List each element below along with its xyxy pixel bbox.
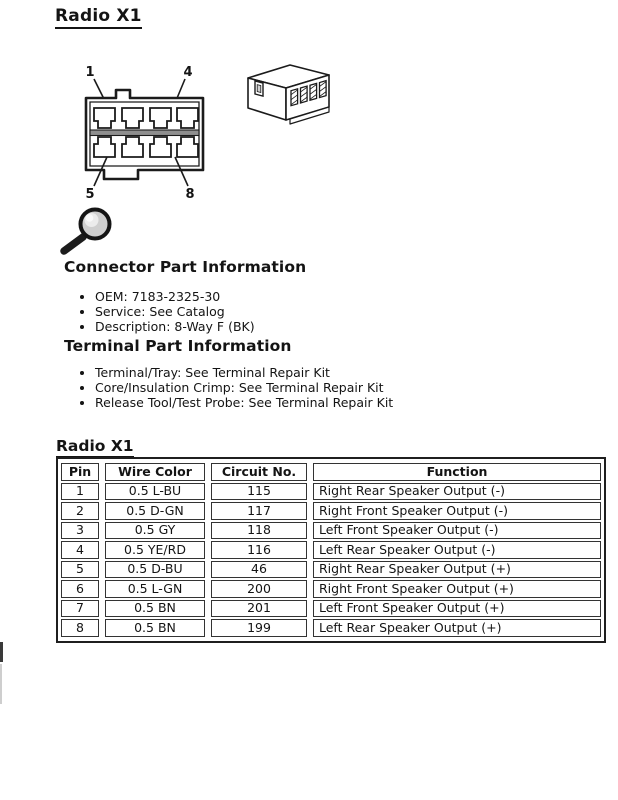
wire-cell: 0.5 GY — [105, 521, 205, 539]
circuit-cell: 201 — [211, 599, 307, 617]
pin-cell: 6 — [61, 580, 99, 598]
circuit-cell: 118 — [211, 521, 307, 539]
circuit-cell: 200 — [211, 580, 307, 598]
pin-cell: 7 — [61, 599, 99, 617]
pin-cavities-bottom-row — [93, 136, 199, 158]
wire-cell: 0.5 D-GN — [105, 502, 205, 520]
column-header-function: Function — [313, 463, 601, 481]
iso-latch-hole — [254, 80, 264, 98]
pin-label-1: 1 — [85, 65, 94, 80]
table-row: 6 0.5 L-GN 200 Right Front Speaker Outpu… — [61, 580, 601, 598]
pin-label-4: 4 — [183, 65, 192, 80]
scan-artifact — [0, 642, 3, 662]
table-row: 1 0.5 L-BU 115 Right Rear Speaker Output… — [61, 482, 601, 500]
iso-slot — [290, 87, 299, 107]
pin-cell: 4 — [61, 541, 99, 559]
pin-cavity — [176, 107, 199, 129]
terminal-part-info-list: Terminal/Tray: See Terminal Repair Kit C… — [64, 365, 393, 411]
list-item: Description: 8-Way F (BK) — [95, 319, 255, 335]
wire-cell: 0.5 BN — [105, 599, 205, 617]
list-item: Core/Insulation Crimp: See Terminal Repa… — [95, 380, 393, 396]
pinout-table: Pin Wire Color Circuit No. Function 1 0.… — [56, 457, 606, 643]
function-cell: Left Front Speaker Output (+) — [313, 599, 601, 617]
pin-cell: 1 — [61, 482, 99, 500]
pin-cell: 2 — [61, 502, 99, 520]
wire-cell: 0.5 BN — [105, 619, 205, 637]
pin-cell: 5 — [61, 560, 99, 578]
table-row: 2 0.5 D-GN 117 Right Front Speaker Outpu… — [61, 502, 601, 520]
pin-cell: 8 — [61, 619, 99, 637]
table-row: 7 0.5 BN 201 Left Front Speaker Output (… — [61, 599, 601, 617]
magnifier-lens-glint — [85, 214, 94, 222]
table-row: 3 0.5 GY 118 Left Front Speaker Output (… — [61, 521, 601, 539]
table-row: 4 0.5 YE/RD 116 Left Rear Speaker Output… — [61, 541, 601, 559]
pinout-table-title: Radio X1 — [56, 437, 134, 458]
page-title: Radio X1 — [55, 6, 142, 29]
pin-cavity — [93, 136, 116, 158]
column-header-wire: Wire Color — [105, 463, 205, 481]
connector-part-info-heading: Connector Part Information — [64, 258, 307, 276]
iso-terminal-slots — [290, 79, 327, 107]
connector-part-info-list: OEM: 7183-2325-30 Service: See Catalog D… — [64, 289, 255, 335]
function-cell: Right Rear Speaker Output (+) — [313, 560, 601, 578]
wire-cell: 0.5 L-BU — [105, 482, 205, 500]
list-item: Release Tool/Test Probe: See Terminal Re… — [95, 395, 393, 411]
iso-bottom-lip — [289, 106, 330, 125]
function-cell: Left Rear Speaker Output (+) — [313, 619, 601, 637]
list-item: OEM: 7183-2325-30 — [95, 289, 255, 305]
leader-line-5 — [93, 156, 108, 187]
terminal-part-info-heading: Terminal Part Information — [64, 337, 292, 355]
wire-cell: 0.5 YE/RD — [105, 541, 205, 559]
function-cell: Left Front Speaker Output (-) — [313, 521, 601, 539]
pin-cell: 3 — [61, 521, 99, 539]
leader-line-8 — [174, 156, 189, 187]
function-cell: Left Rear Speaker Output (-) — [313, 541, 601, 559]
pin-cavity — [176, 136, 199, 158]
function-cell: Right Rear Speaker Output (-) — [313, 482, 601, 500]
column-header-pin: Pin — [61, 463, 99, 481]
scan-artifact — [0, 664, 2, 704]
circuit-cell: 117 — [211, 502, 307, 520]
function-cell: Right Front Speaker Output (-) — [313, 502, 601, 520]
circuit-cell: 199 — [211, 619, 307, 637]
iso-slot — [299, 85, 308, 104]
function-cell: Right Front Speaker Output (+) — [313, 580, 601, 598]
iso-slot — [309, 82, 318, 102]
connector-inner-outline — [89, 101, 200, 167]
pin-cavity — [149, 107, 172, 129]
circuit-cell: 46 — [211, 560, 307, 578]
table-row: 8 0.5 BN 199 Left Rear Speaker Output (+… — [61, 619, 601, 637]
pin-label-5: 5 — [85, 187, 94, 202]
connector-front-view-diagram: 1 4 5 8 — [84, 65, 205, 202]
iso-slot — [318, 79, 327, 99]
connector-isometric-view-diagram — [247, 64, 330, 125]
connector-center-band — [89, 129, 200, 137]
magnifier-handle — [60, 233, 87, 255]
circuit-cell: 116 — [211, 541, 307, 559]
pin-cavities-top-row — [93, 107, 199, 129]
circuit-cell: 115 — [211, 482, 307, 500]
wire-cell: 0.5 D-BU — [105, 560, 205, 578]
column-header-circuit: Circuit No. — [211, 463, 307, 481]
table-header-row: Pin Wire Color Circuit No. Function — [61, 463, 601, 481]
table-row: 5 0.5 D-BU 46 Right Rear Speaker Output … — [61, 560, 601, 578]
list-item: Terminal/Tray: See Terminal Repair Kit — [95, 365, 393, 381]
pin-cavity — [121, 136, 144, 158]
list-item: Service: See Catalog — [95, 304, 255, 320]
pin-cavity — [149, 136, 172, 158]
pin-label-8: 8 — [185, 187, 194, 202]
pin-cavity — [93, 107, 116, 129]
wire-cell: 0.5 L-GN — [105, 580, 205, 598]
pin-cavity — [121, 107, 144, 129]
magnifier-icon — [60, 207, 112, 255]
